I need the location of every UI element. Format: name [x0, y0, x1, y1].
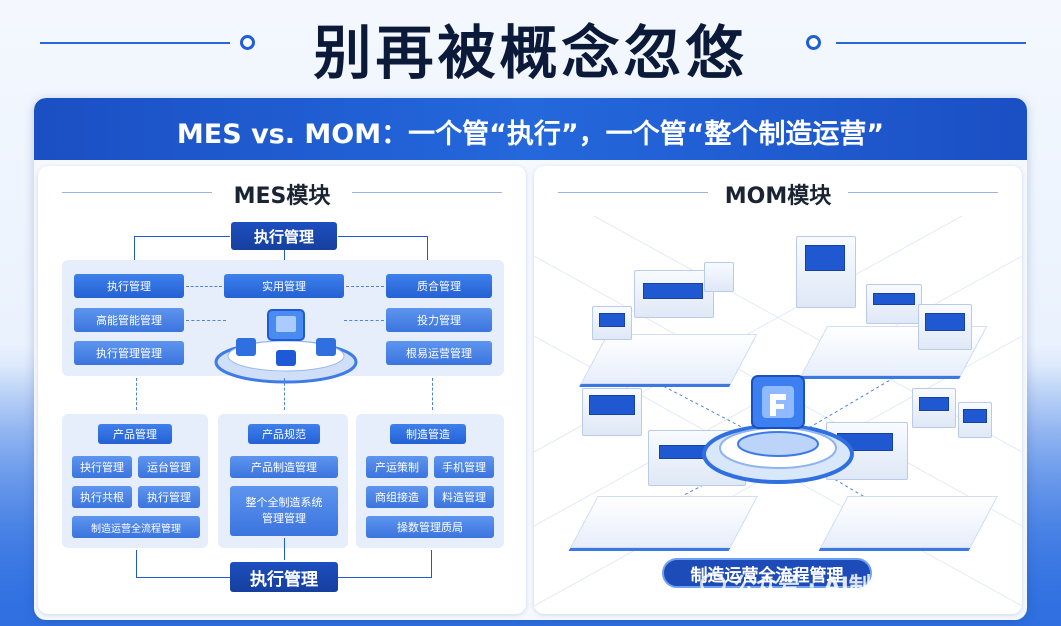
mes-bottom-block: 执行管理	[230, 562, 338, 592]
mes-group-1-header: 产品管理	[98, 424, 172, 444]
mes-right-item-3: 根易运营管理	[386, 341, 492, 365]
mom-machine-11	[958, 402, 992, 438]
mes-right-item-2: 投力管理	[386, 308, 492, 332]
mes-group-2-item-1: 产品制造管理	[230, 456, 338, 478]
mes-title-rule-right	[352, 192, 502, 193]
mes-group-1-item-2: 运台管理	[138, 456, 200, 478]
title-rule-left	[40, 42, 230, 44]
mes-group-1-item-4: 执行管理	[138, 486, 200, 508]
mom-machine-6	[918, 304, 972, 350]
mes-left-item-2: 高能管能管理	[74, 308, 184, 332]
mom-machine-7	[582, 388, 642, 436]
mes-conn-top-right	[338, 236, 428, 268]
title-ring-right	[806, 35, 821, 50]
mom-machine-3	[704, 262, 734, 292]
mes-left-item-3: 执行管理管理	[74, 341, 184, 365]
watermark-text: 公众号 · AI制造数字化	[734, 574, 959, 599]
page-title: 别再被概念忽悠	[313, 19, 748, 87]
mes-vdot-2	[284, 378, 285, 410]
comparison-panel: MES vs. MOM：一个管“执行”，一个管“整个制造运营” MES模块 执行…	[34, 98, 1027, 620]
mes-title-rule-left	[62, 192, 212, 193]
mes-group-3-item-3: 商组接造	[366, 486, 428, 508]
mes-group-3-item-4: 料造管理	[434, 486, 494, 508]
mes-vdot-3	[432, 378, 433, 410]
mes-group-3-item-1: 产运策制	[366, 456, 428, 478]
mes-conn-top-center	[284, 250, 285, 268]
watermark: 公众号 · AI制造数字化	[700, 564, 1040, 604]
mes-group-3-item-2: 手机管理	[434, 456, 494, 478]
mes-group-1-item-1: 抉行管理	[72, 456, 132, 478]
mom-machine-5	[866, 284, 922, 324]
title-rule-right	[836, 42, 1026, 44]
mom-title-rule-left	[558, 192, 708, 193]
mom-machine-10	[912, 388, 956, 428]
mes-platform-icon	[214, 309, 358, 384]
mes-dot-link-4	[344, 320, 384, 321]
mom-label: 制造运营全流程管理	[662, 558, 872, 588]
mes-group-3-header: 制造管造	[390, 424, 466, 444]
mom-machine-1	[592, 306, 632, 340]
mes-title: MES模块	[233, 184, 331, 209]
mes-vdot-1	[136, 378, 137, 410]
title-ring-left	[240, 35, 255, 50]
mom-plate-bottom-right	[820, 496, 998, 548]
mes-dot-link-2	[346, 286, 384, 287]
mes-left-item-1: 执行管理	[74, 274, 184, 298]
wechat-icon	[700, 573, 726, 595]
mes-conn-bottom-center	[284, 538, 285, 560]
mes-conn-bottom-right	[338, 550, 432, 578]
mom-machine-4	[796, 236, 856, 308]
mom-title: MOM模块	[724, 184, 832, 209]
mes-conn-top-left	[134, 236, 230, 268]
mes-card: MES模块 执行管理 执行管理 高能管能管理 执行管理管理 实用管理 质合管理 …	[38, 166, 526, 614]
banner: MES vs. MOM：一个管“执行”，一个管“整个制造运营”	[34, 98, 1027, 160]
mes-top-block: 执行管理	[231, 222, 337, 250]
mom-card: MOM模块	[534, 166, 1022, 614]
mes-center-item: 实用管理	[224, 274, 344, 298]
mes-conn-bottom-left	[136, 550, 230, 578]
mes-group-1-item-3: 执行共根	[72, 486, 132, 508]
title-row: 别再被概念忽悠	[0, 0, 1061, 90]
mes-group-2-header: 产品规范	[248, 424, 320, 444]
mom-machine-2	[634, 270, 714, 318]
mom-plate-bottom-left	[570, 496, 758, 548]
mes-dot-link-1	[186, 286, 222, 287]
mes-right-item-1: 质合管理	[386, 274, 492, 298]
banner-text: MES vs. MOM：一个管“执行”，一个管“整个制造运营”	[176, 119, 885, 150]
mom-central-hub-icon	[702, 375, 854, 484]
mes-group-3-wide: 操数管理质局	[366, 516, 494, 538]
mes-group-2-wide: 整个全制造系统管理管理	[230, 486, 338, 536]
mom-title-rule-right	[848, 192, 998, 193]
mes-group-1-wide: 制造运营全流程管理	[72, 516, 200, 538]
mes-dot-link-3	[186, 320, 226, 321]
